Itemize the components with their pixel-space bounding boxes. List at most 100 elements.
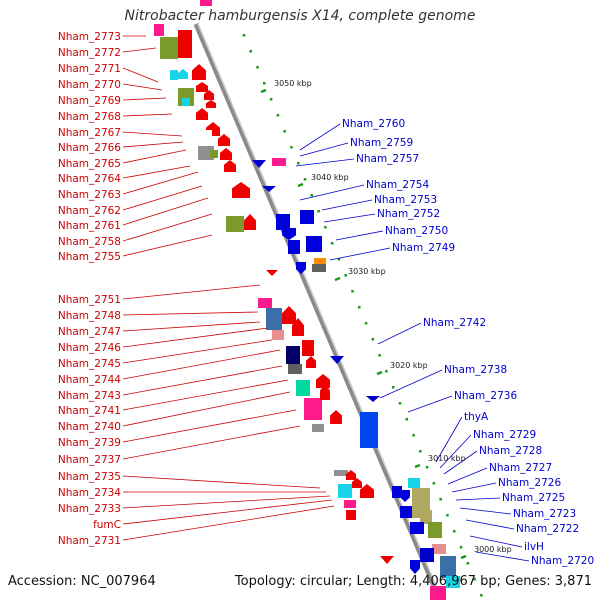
genome-summary: Topology: circular; Length: 4,406,967 bp… [234,574,592,589]
gene-feature [288,240,300,254]
right-leader-line [335,230,384,241]
right-gene-label: Nham_2757 [356,153,419,165]
left-leader-line [122,321,261,332]
gene-feature [306,236,322,252]
left-gene-label: Nham_2751 [58,294,121,306]
right-gene-label: Nham_2736 [454,390,517,402]
left-gene-label: Nham_2745 [58,358,121,370]
gene-arrow [320,384,330,400]
left-gene-label: Nham_2746 [58,342,121,354]
gene-feature [300,210,314,224]
left-leader-line [122,97,167,101]
gene-feature [178,30,192,58]
left-leader-line [122,499,333,525]
left-leader-line [122,131,183,137]
minor-tick [480,594,483,597]
left-leader-line [122,213,213,242]
accession-text: Accession: NC_007964 [8,574,156,589]
left-leader-line [122,495,331,509]
left-leader-line [122,327,269,348]
left-gene-label: Nham_2761 [58,220,121,232]
right-leader-line [443,450,478,475]
minor-tick [385,370,388,373]
left-gene-label: Nham_2740 [58,421,121,433]
left-leader-line [122,149,187,164]
gene-feature [432,544,446,554]
major-tick [260,88,267,94]
minor-tick [276,114,280,117]
gene-arrow [232,182,250,198]
minor-tick [290,146,293,149]
gene-arrow [266,270,278,276]
left-gene-label: Nham_2766 [58,142,121,154]
right-gene-label: Nham_2753 [374,194,437,206]
left-gene-label: Nham_2741 [58,405,121,417]
right-gene-label: Nham_2729 [473,429,536,441]
right-gene-label: Nham_2728 [479,445,542,457]
left-gene-label: Nham_2773 [58,31,121,43]
right-leader-line [299,123,341,151]
right-gene-label: Nham_2720 [531,555,594,567]
gene-arrow [282,228,296,240]
right-gene-label: Nham_2759 [350,137,413,149]
gene-arrow [410,560,420,574]
right-leader-line [455,497,501,501]
gene-arrow [224,160,236,172]
gene-arrow [316,374,330,388]
gene-arrow [220,148,232,160]
right-leader-line [469,535,523,548]
left-leader-line [122,391,291,427]
minor-tick [439,498,442,501]
left-gene-label: Nham_2747 [58,326,121,338]
tick-label: 3000 kbp [474,545,512,554]
minor-tick [283,130,286,133]
left-leader-line [122,379,289,411]
gene-feature [408,478,420,488]
gene-feature [430,586,446,600]
gene-arrow [352,478,362,488]
gene-arrow [346,470,356,480]
minor-tick [242,34,246,37]
major-tick [334,276,341,282]
right-gene-label: Nham_2742 [423,317,486,329]
minor-tick [378,354,381,357]
gene-feature [420,510,432,524]
right-gene-label: thyA [464,411,489,423]
right-gene-label: Nham_2722 [516,523,579,535]
minor-tick [324,226,327,229]
left-gene-label: Nham_2764 [58,173,121,185]
left-leader-line [122,67,159,83]
map-title: Nitrobacter hamburgensis X14, complete g… [124,8,476,24]
left-leader-line [122,113,173,117]
gene-feature [296,380,310,396]
gene-feature [392,486,402,498]
left-leader-line [122,47,157,53]
right-gene-label: Nham_2727 [489,462,552,474]
minor-tick [256,66,259,69]
gene-feature [344,500,356,508]
left-leader-line [122,349,281,380]
left-gene-label: Nham_2733 [58,503,121,515]
minor-tick [466,562,470,565]
tick-label: 3010 kbp [428,454,466,463]
gene-feature [170,70,178,80]
left-gene-label: Nham_2771 [58,63,121,75]
right-gene-label: ilvH [524,541,544,553]
major-tick [460,554,467,560]
minor-tick [310,194,314,197]
minor-tick [351,290,354,293]
gene-feature [312,264,326,272]
gene-arrow [178,69,188,79]
gene-arrow [366,396,380,402]
right-leader-line [299,142,349,157]
left-leader-line [122,284,261,300]
gene-arrow [292,318,304,336]
tick-label: 3020 kbp [390,361,428,370]
right-gene-label: Nham_2725 [502,492,565,504]
gene-arrow [218,134,230,146]
tick-label: 3050 kbp [274,79,312,88]
gene-feature [182,98,190,106]
minor-tick [425,466,429,469]
minor-tick [412,434,415,437]
